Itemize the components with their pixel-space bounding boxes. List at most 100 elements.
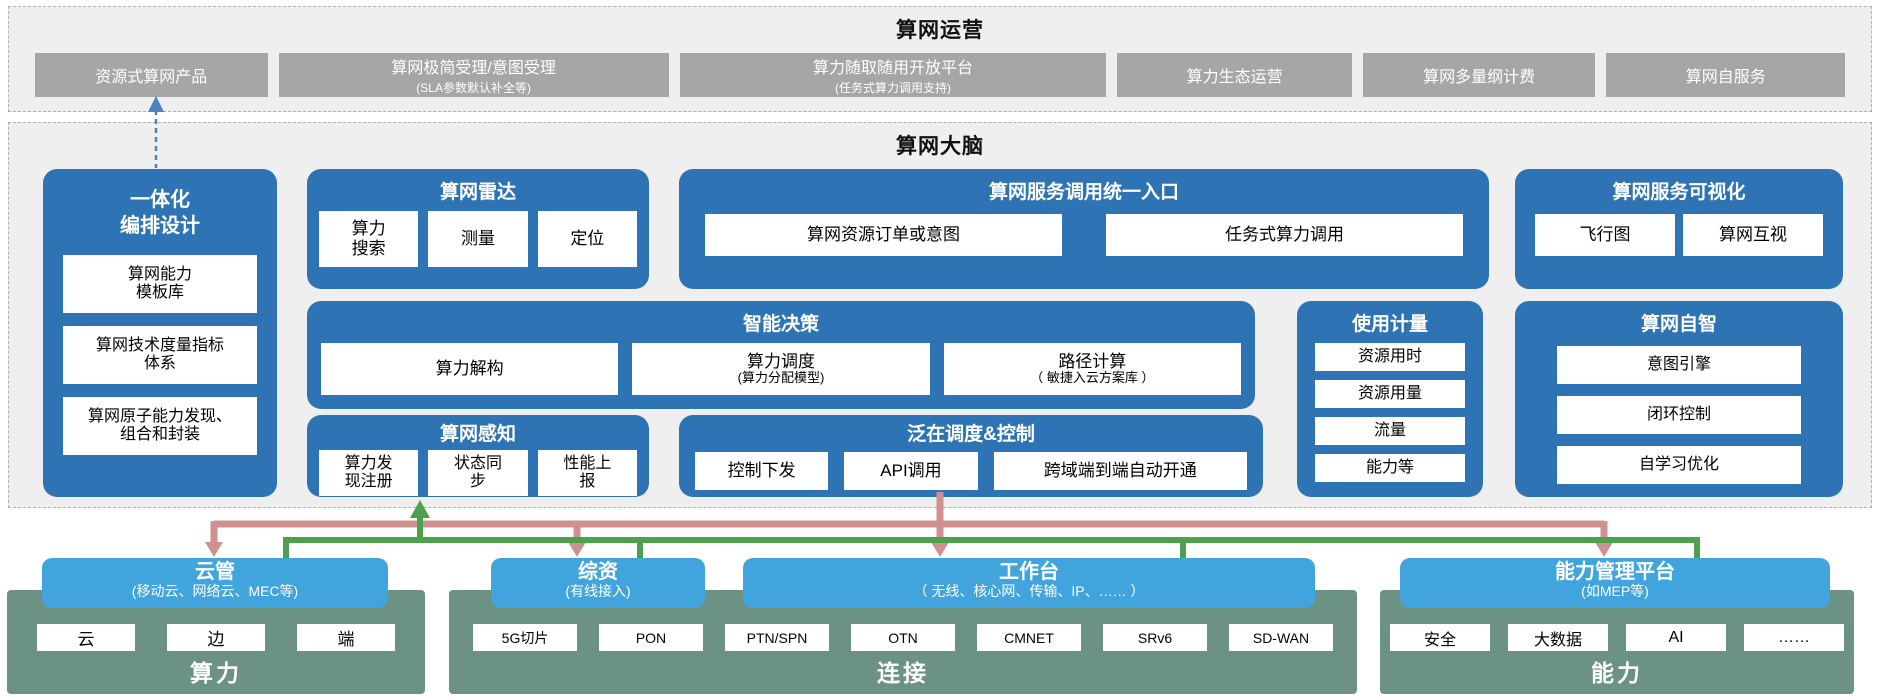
perception-items: 算力发 现注册 状态同 步 性能上 报 (319, 450, 637, 496)
section-usage-metering: 使用计量 资源用时 资源用量 流量 能力等 (1297, 301, 1483, 497)
entry-item-resource-order: 算网资源订单或意图 (705, 214, 1062, 256)
ops-box-label: 资源式算网产品 (95, 69, 208, 86)
perception-title: 算网感知 (439, 424, 516, 445)
capability-items: 安全 大数据 AI …… (1380, 624, 1854, 651)
header-cloud-manager: 云管 (移动云、网络云、MEC等) (42, 558, 388, 608)
service-entry-items: 算网资源订单或意图 任务式算力调用 (705, 214, 1463, 256)
power-item-terminal: 端 (297, 624, 395, 651)
section-radar: 算网雷达 算力 搜索 测量 定位 (307, 169, 649, 289)
orchestration-item-atomic-capability: 算网原子能力发现、 组合和封装 (63, 397, 257, 455)
operations-title: 算网运营 (896, 19, 984, 42)
ops-box-resource-product: 资源式算网产品 (35, 53, 268, 97)
decision-item-scheduling: 算力调度 (算力分配模型) (632, 343, 930, 395)
decision-item-main: 算力调度 (746, 351, 815, 371)
computing-power-items: 云 边 端 (7, 624, 425, 651)
section-visualization: 算网服务可视化 飞行图 算网互视 (1515, 169, 1843, 289)
capability-label: 能力 (1591, 660, 1643, 686)
ops-box-label: 算网极简受理/意图受理 (391, 60, 556, 77)
autonomy-items: 意图引擎 闭环控制 自学习优化 (1557, 346, 1801, 484)
section-perception: 算网感知 算力发 现注册 状态同 步 性能上 报 (307, 415, 649, 497)
section-service-entry: 算网服务调用统一入口 算网资源订单或意图 任务式算力调用 (679, 169, 1489, 289)
visualization-items: 飞行图 算网互视 (1535, 214, 1823, 256)
header-integrated-resource: 综资 (有线接入) (491, 558, 705, 608)
connect-item-pon: PON (599, 624, 703, 651)
header-title: 云管 (195, 561, 235, 583)
metering-item-resource-amount: 资源用量 (1315, 380, 1465, 408)
radar-item-measure: 测量 (428, 211, 528, 267)
metering-item-traffic: 流量 (1315, 417, 1465, 445)
capability-item-more: …… (1744, 624, 1844, 651)
section-orchestration: 一体化 编排设计 算网能力 模板库 算网技术度量指标 体系 算网原子能力发现、 … (43, 169, 277, 497)
orchestration-items: 算网能力 模板库 算网技术度量指标 体系 算网原子能力发现、 组合和封装 (63, 255, 257, 455)
control-items: 控制下发 API调用 跨域端到端自动开通 (695, 452, 1247, 490)
control-item-control-dispatch: 控制下发 (695, 452, 829, 490)
autonomy-title: 算网自智 (1640, 314, 1717, 335)
capability-item-bigdata: 大数据 (1508, 624, 1608, 651)
orchestration-item-metric-system: 算网技术度量指标 体系 (63, 326, 257, 384)
brain-panel: 算网大脑 一体化 编排设计 算网能力 模板库 算网技术度量指标 体系 算网原子能… (8, 122, 1872, 508)
radar-items: 算力 搜索 测量 定位 (319, 211, 637, 267)
ops-box-label: 算网自服务 (1685, 69, 1766, 86)
ops-box-simplified-acceptance: 算网极简受理/意图受理 (SLA参数默认补全等) (278, 53, 669, 97)
ops-box-self-service: 算网自服务 (1606, 53, 1845, 97)
metering-items: 资源用时 资源用量 流量 能力等 (1315, 343, 1465, 482)
decision-item-main: 路径计算 (1058, 351, 1127, 371)
metering-item-capability: 能力等 (1315, 454, 1465, 482)
control-title: 泛在调度&控制 (907, 424, 1035, 445)
connection-label: 连接 (877, 660, 929, 686)
metering-title: 使用计量 (1351, 314, 1428, 335)
service-entry-title: 算网服务调用统一入口 (988, 182, 1179, 203)
entry-item-task-invoke: 任务式算力调用 (1106, 214, 1463, 256)
header-title: 工作台 (999, 561, 1059, 583)
connect-item-ptn-spn: PTN/SPN (725, 624, 829, 651)
operations-box-row: 资源式算网产品 算网极简受理/意图受理 (SLA参数默认补全等) 算力随取随用开… (35, 53, 1845, 97)
brain-title: 算网大脑 (896, 135, 984, 158)
capability-item-security: 安全 (1390, 624, 1490, 651)
perception-item-discovery-register: 算力发 现注册 (319, 450, 419, 496)
control-item-api-call: API调用 (844, 452, 978, 490)
header-sublabel: (如MEP等) (1581, 583, 1649, 599)
header-sublabel: (有线接入) (565, 583, 631, 599)
autonomy-item-closed-loop: 闭环控制 (1557, 396, 1801, 434)
perception-item-performance-report: 性能上 报 (537, 450, 637, 496)
perception-item-state-sync: 状态同 步 (428, 450, 528, 496)
visualization-item-mutual-view: 算网互视 (1683, 214, 1823, 256)
orchestration-item-template-library: 算网能力 模板库 (63, 255, 257, 313)
ops-box-label: 算力生态运营 (1186, 69, 1283, 86)
header-sublabel: （ 无线、核心网、传输、IP、…… ） (913, 583, 1145, 599)
section-network-autonomy: 算网自智 意图引擎 闭环控制 自学习优化 (1515, 301, 1843, 497)
capability-item-ai: AI (1626, 624, 1726, 651)
operations-panel: 算网运营 资源式算网产品 算网极简受理/意图受理 (SLA参数默认补全等) 算力… (8, 6, 1872, 112)
section-intelligent-decision: 智能决策 算力解构 算力调度 (算力分配模型) 路径计算 （ 敏捷入云方案库 ） (307, 301, 1255, 409)
decision-items: 算力解构 算力调度 (算力分配模型) 路径计算 （ 敏捷入云方案库 ） (321, 343, 1241, 395)
header-workbench: 工作台 （ 无线、核心网、传输、IP、…… ） (743, 558, 1315, 608)
decision-title: 智能决策 (742, 314, 819, 335)
power-item-cloud: 云 (37, 624, 135, 651)
control-item-cross-domain-provisioning: 跨域端到端自动开通 (993, 452, 1247, 490)
radar-item-search: 算力 搜索 (319, 211, 419, 267)
ops-box-label: 算力随取随用开放平台 (813, 60, 974, 77)
visualization-item-flight-map: 飞行图 (1535, 214, 1675, 256)
radar-title: 算网雷达 (439, 182, 516, 203)
section-ubiquitous-control: 泛在调度&控制 控制下发 API调用 跨域端到端自动开通 (679, 415, 1263, 497)
computing-power-label: 算力 (190, 660, 242, 686)
connect-item-srv6: SRv6 (1103, 624, 1207, 651)
autonomy-item-self-learning: 自学习优化 (1557, 446, 1801, 484)
ops-box-ecosystem-operation: 算力生态运营 (1117, 53, 1352, 97)
header-title: 综资 (578, 561, 618, 583)
header-sublabel: (移动云、网络云、MEC等) (131, 583, 299, 599)
connect-item-otn: OTN (851, 624, 955, 651)
visualization-title: 算网服务可视化 (1612, 182, 1746, 203)
decision-item-deconstruction: 算力解构 (321, 343, 619, 395)
connect-item-sd-wan: SD-WAN (1229, 624, 1333, 651)
connection-items: 5G切片 PON PTN/SPN OTN CMNET SRv6 SD-WAN (449, 624, 1357, 651)
metering-item-resource-time: 资源用时 (1315, 343, 1465, 371)
connect-item-5g-slice: 5G切片 (473, 624, 577, 651)
orchestration-title: 一体化 编排设计 (120, 189, 200, 237)
ops-box-sublabel: (任务式算力调用支持) (835, 81, 952, 95)
autonomy-item-intent-engine: 意图引擎 (1557, 346, 1801, 384)
connect-item-cmnet: CMNET (977, 624, 1081, 651)
decision-item-path-computation: 路径计算 （ 敏捷入云方案库 ） (943, 343, 1241, 395)
decision-item-main: 算力解构 (435, 359, 504, 379)
ops-box-label: 算网多量纲计费 (1423, 69, 1536, 86)
